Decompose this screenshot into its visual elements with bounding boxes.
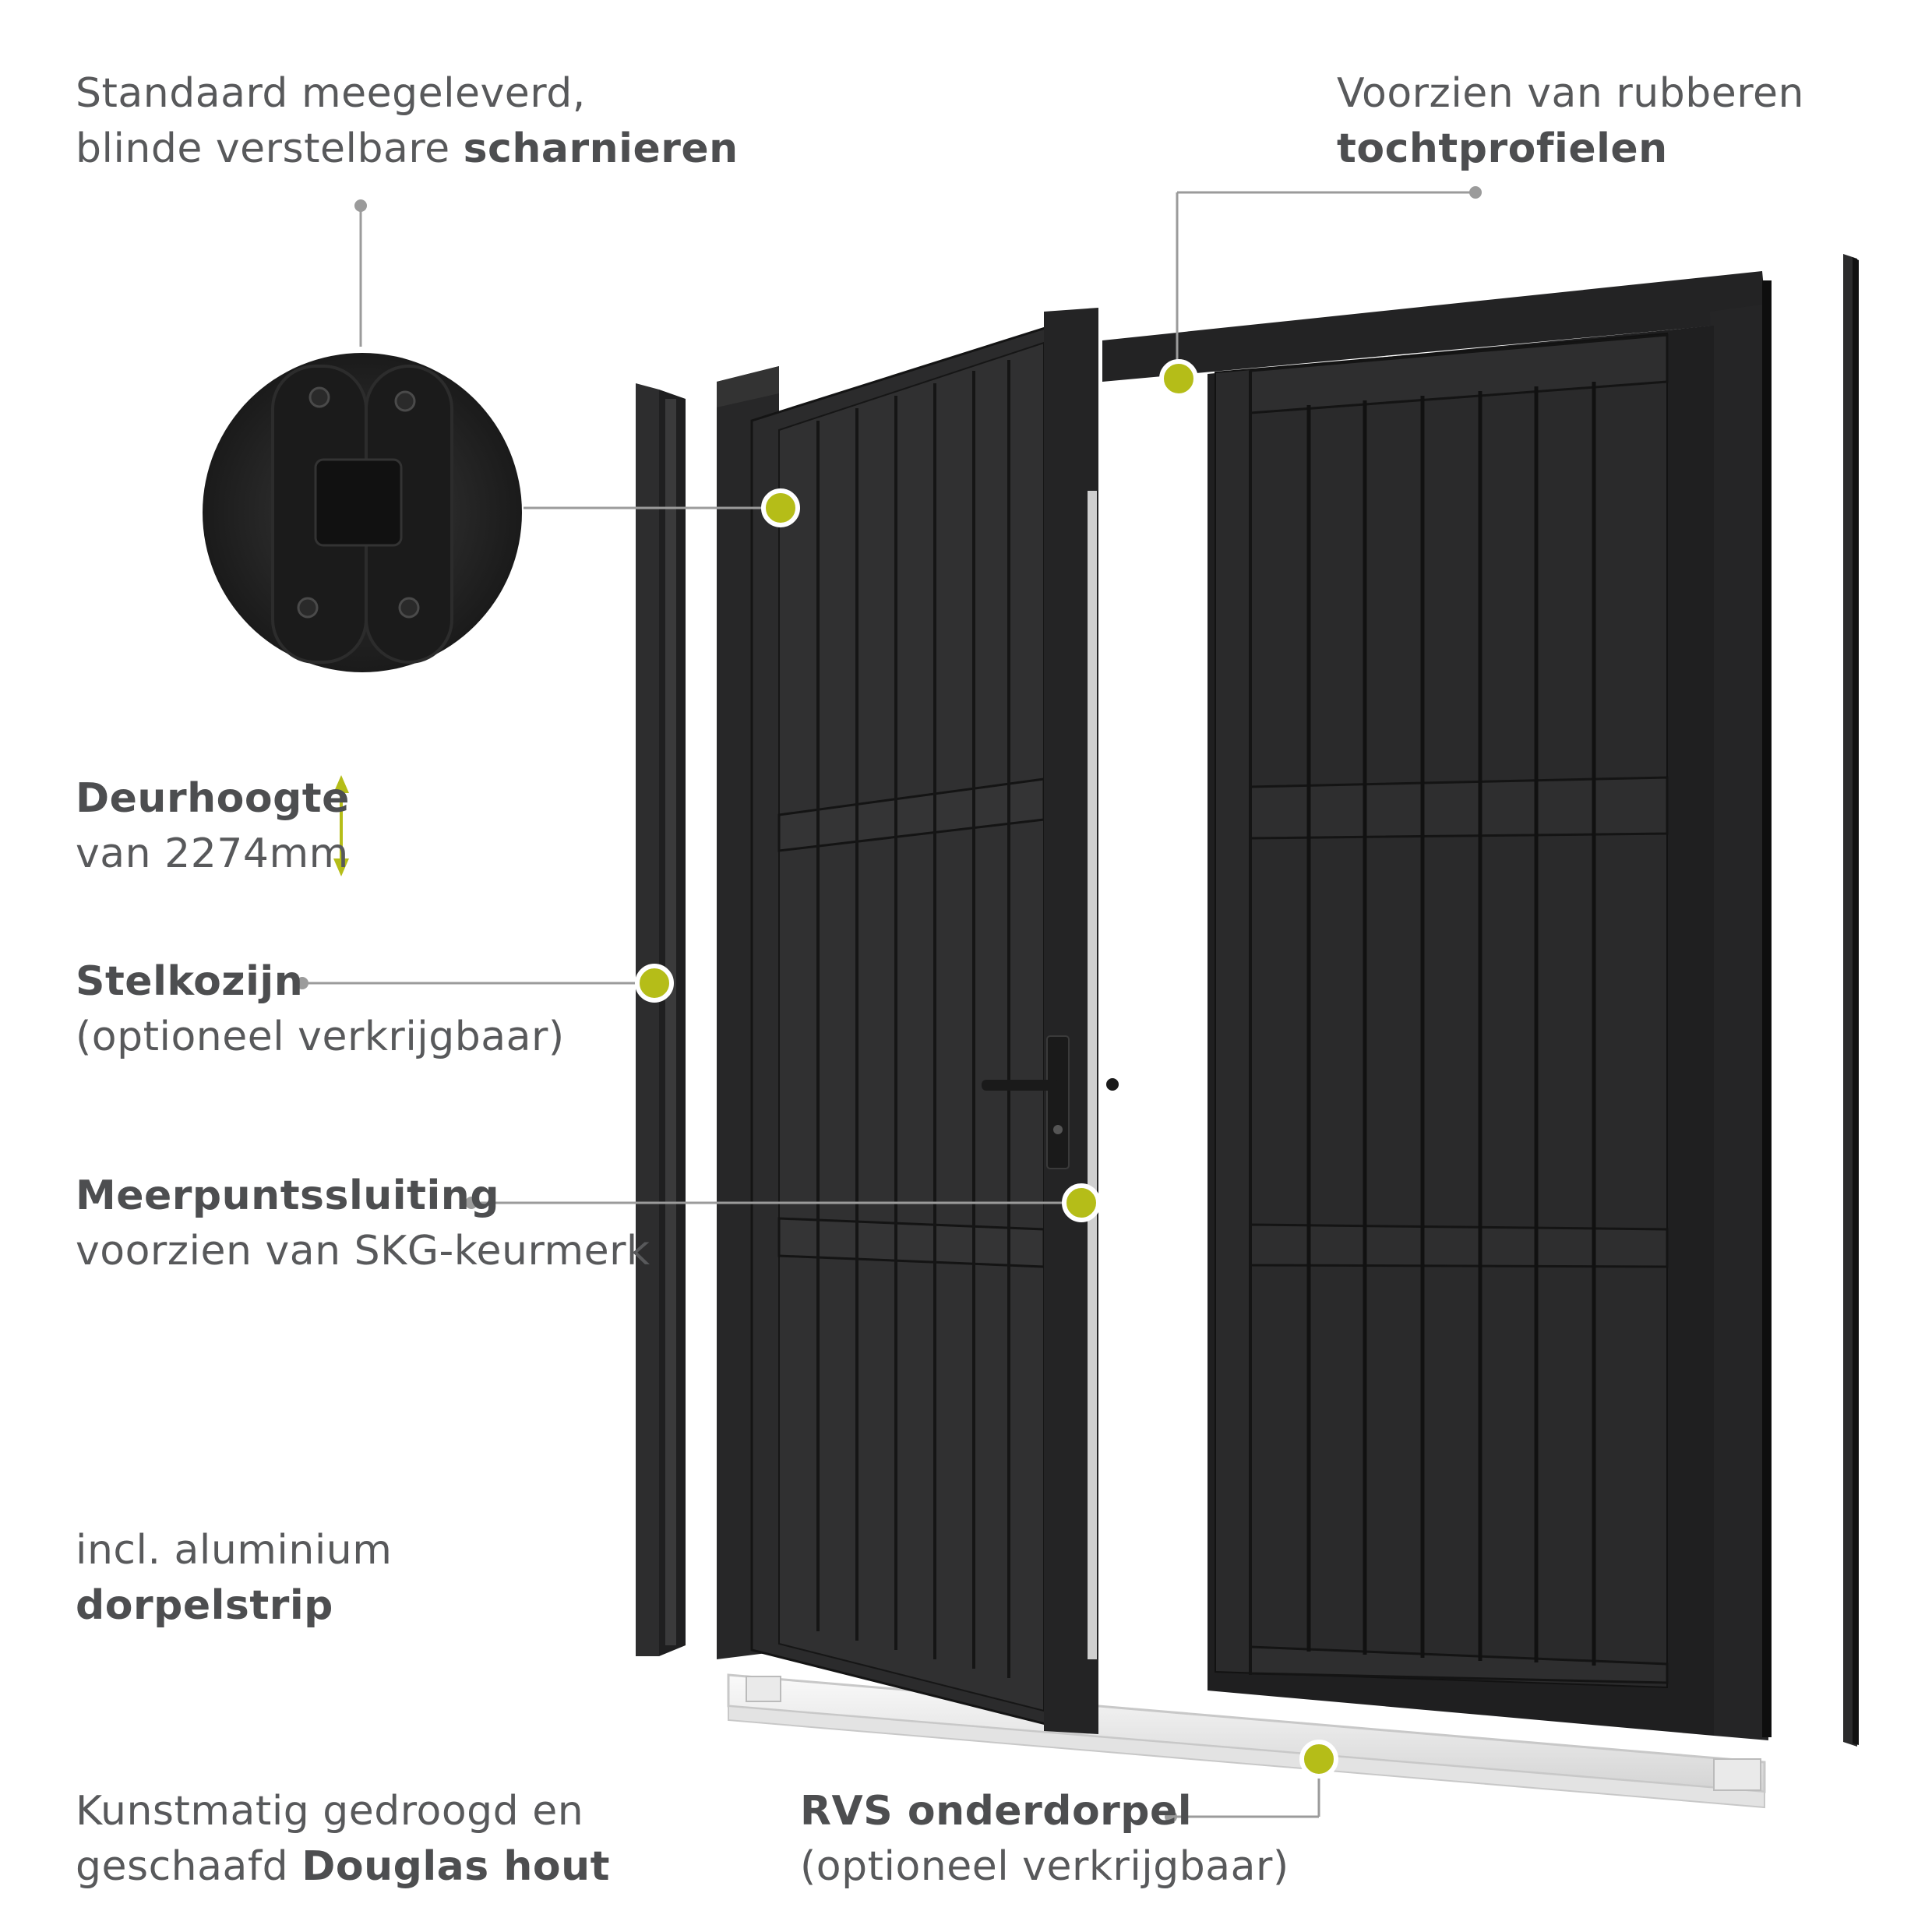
lock-strip (1088, 491, 1097, 1659)
callout-dots (635, 359, 1338, 1779)
callout-douglas-hout: Kunstmatig gedroogd en geschaafd Douglas… (76, 1788, 610, 1890)
callout-meerpuntssluiting: Meerpuntssluiting voorzien van SKG-keurm… (76, 1172, 650, 1274)
callout-dot-onderdorpel (1299, 1740, 1338, 1779)
left-door-leaf (750, 308, 1098, 1734)
callout-tochtprofielen: Voorzien van rubberen tochtprofielen (1337, 70, 1804, 172)
callout-dot-stelkozijn (635, 964, 674, 1003)
callout-stelkozijn: Stelkozijn (optioneel verkrijgbaar) (76, 958, 565, 1060)
callout-scharnieren: Standaard meegeleverd, blinde verstelbar… (76, 70, 739, 172)
callout-dot-scharnieren (761, 488, 800, 527)
callout-onderdorpel: RVS onderdorpel (optioneel verkrijgbaar) (800, 1788, 1289, 1890)
callout-dot-tochtprofielen (1159, 359, 1198, 398)
hinge-closeup (203, 353, 522, 672)
callout-dorpelstrip: incl. aluminium dorpelstrip (76, 1527, 393, 1629)
leader-lines (304, 191, 1475, 1818)
leader-end-dots (296, 186, 1482, 1823)
callout-dot-meerpuntssluiting (1062, 1183, 1101, 1222)
door-handle (982, 1035, 1119, 1169)
loose-profile-strip (1843, 254, 1859, 1747)
right-door-leaf (1208, 326, 1714, 1736)
stelkozijn-post (636, 383, 686, 1656)
height-arrow-icon (333, 775, 349, 876)
callout-deurhoogte: Deurhoogte van 2274mm (76, 775, 350, 877)
